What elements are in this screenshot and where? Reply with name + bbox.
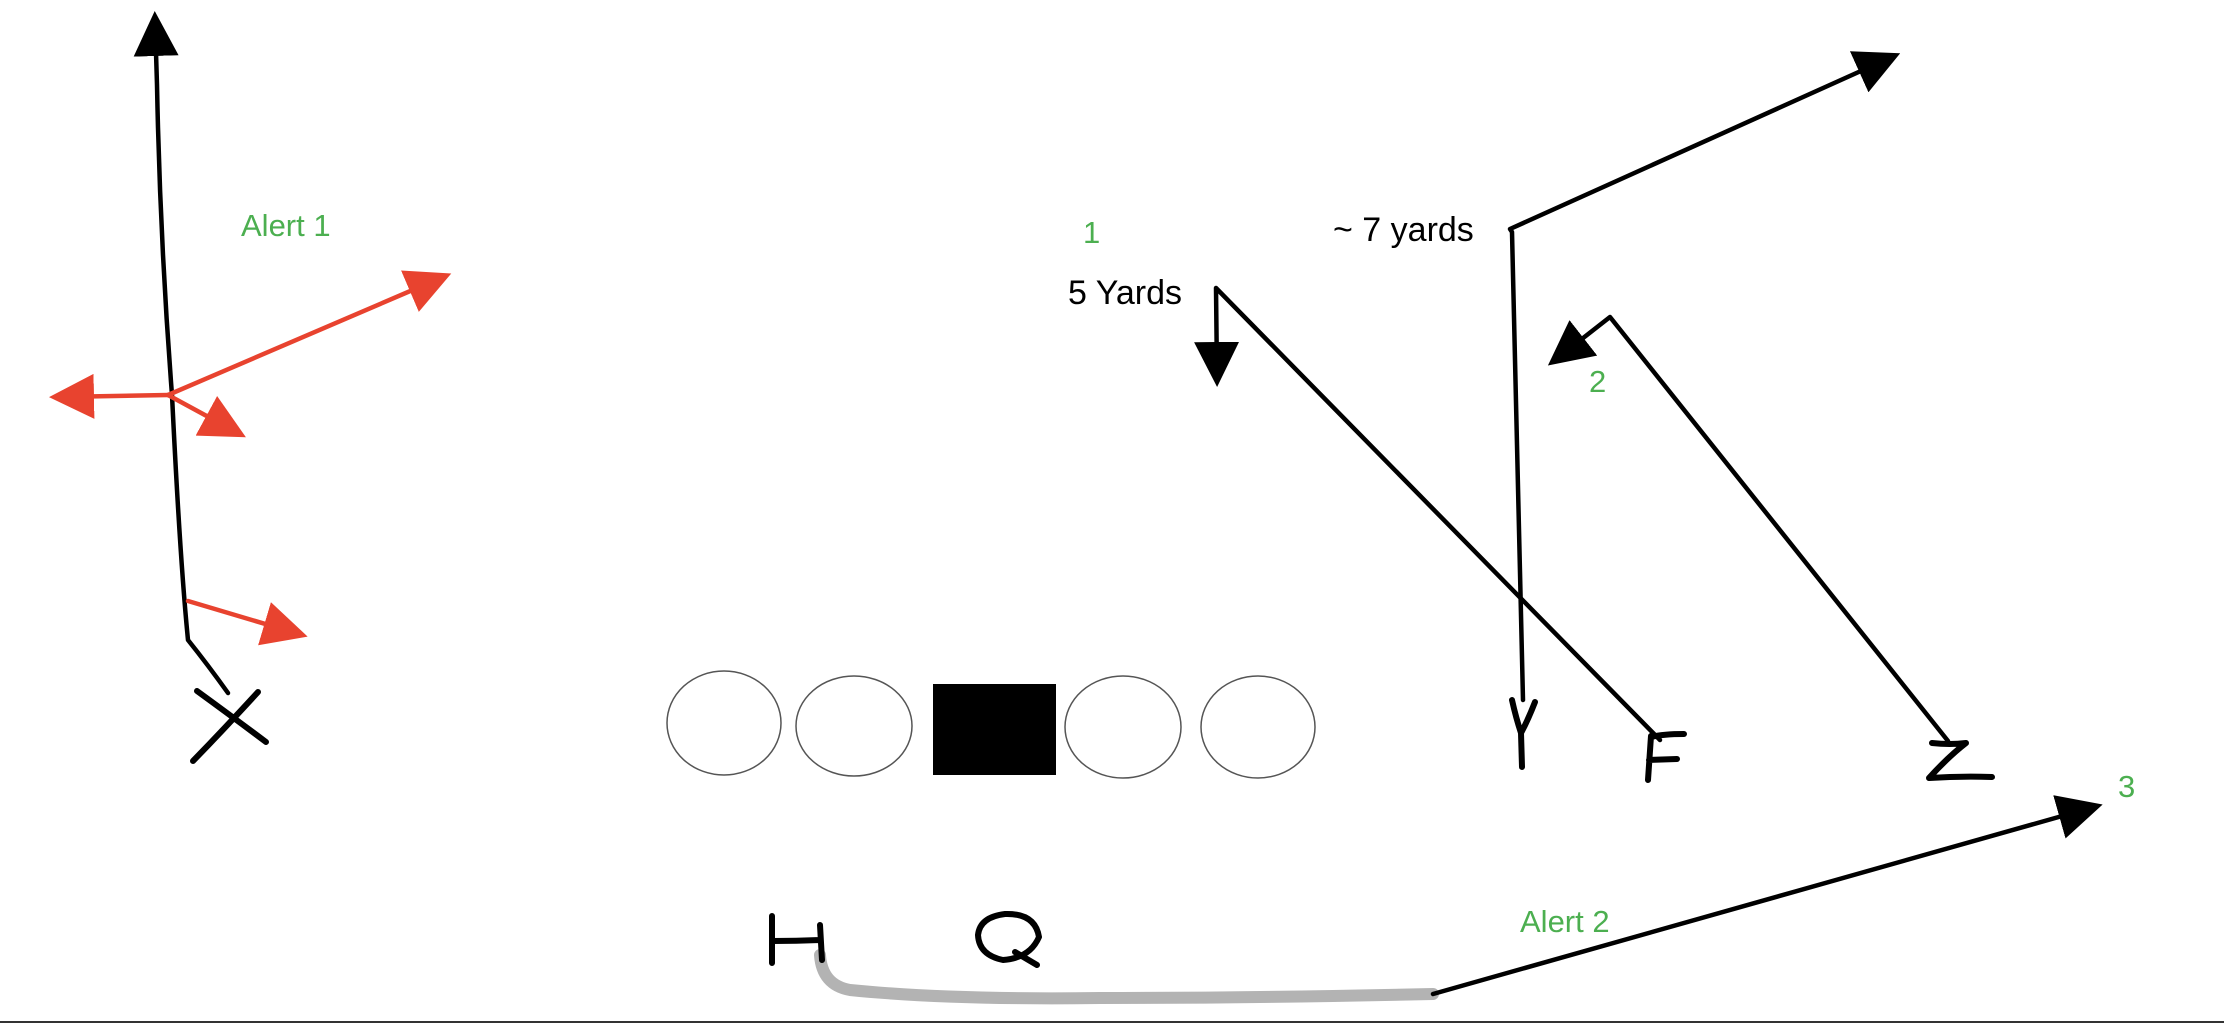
right-tackle <box>1200 675 1316 779</box>
x-alert-corner-route <box>165 270 452 398</box>
read-3-label: 3 <box>2118 769 2135 804</box>
left-tackle <box>666 670 782 776</box>
x-player-marker <box>190 688 269 764</box>
seven-yards-label: ~ 7 yards <box>1333 211 1474 249</box>
h-motion <box>814 949 1439 1005</box>
x-alert-short-route <box>165 392 246 438</box>
read-2-label: 2 <box>1589 364 1606 399</box>
y-route <box>1507 51 1901 703</box>
right-guard <box>1064 675 1182 779</box>
f-player-marker <box>1645 731 1687 783</box>
h-route <box>1430 795 2103 997</box>
x-go-route <box>133 11 231 696</box>
h-player-marker <box>769 913 825 966</box>
alert-2-label: Alert 2 <box>1520 904 1610 939</box>
left-guard <box>795 675 913 777</box>
f-route <box>1194 285 1663 743</box>
q-player-marker <box>975 910 1042 968</box>
x-alert-quick-out-route <box>185 598 308 646</box>
read-1-label: 1 <box>1083 215 1100 250</box>
five-yards-label: 5 Yards <box>1068 274 1182 312</box>
y-player-marker <box>1509 697 1538 770</box>
alert-1-label: Alert 1 <box>241 208 331 243</box>
z-route <box>1547 314 1951 744</box>
center <box>933 684 1056 775</box>
z-player-marker <box>1926 740 1995 781</box>
x-alert-out-route <box>49 373 171 419</box>
